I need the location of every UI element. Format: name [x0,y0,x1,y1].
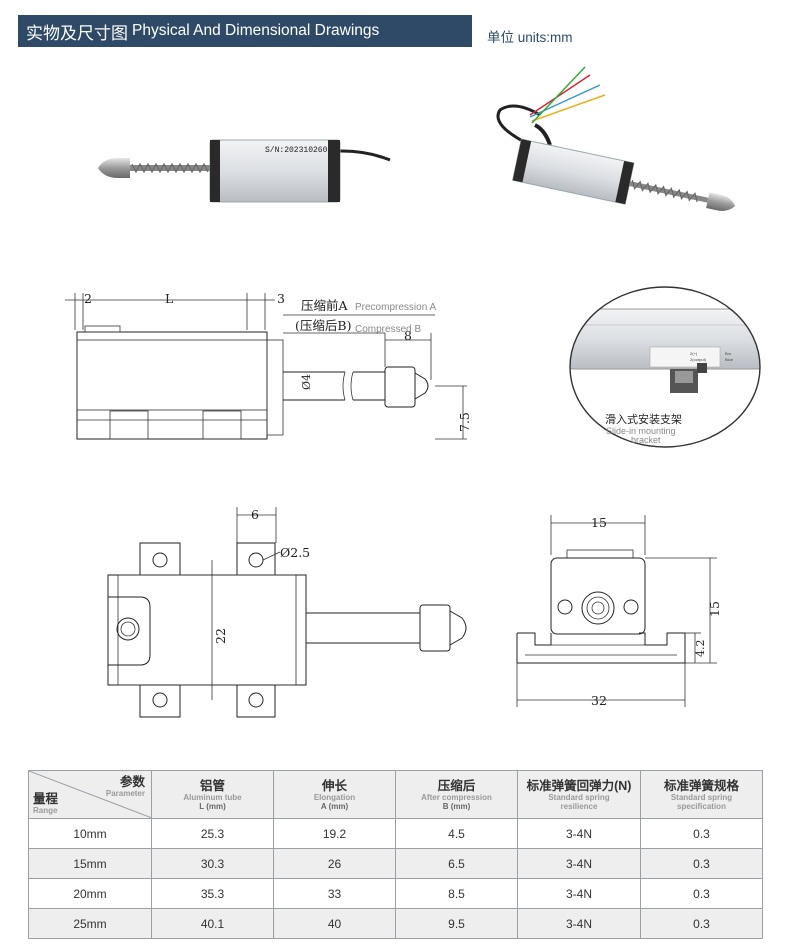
bracket-label-en-1: Slide-in mounting [606,426,676,436]
col-header-cn: 标准弹簧回弹力(N) [526,778,632,793]
col-header-en: Standard spring [548,792,610,802]
units-label: 单位 units:mm [487,30,573,45]
dim-22: 22 [213,628,228,644]
table-row: 20mm 35.3 33 8.5 3-4N 0.3 [28,878,763,909]
col-header-L: 铝管 Aluminum tube L (mm) [151,770,274,819]
col-header-en: specification [677,801,726,811]
cell-spec: 0.3 [640,908,763,939]
col-header-en: Aluminum tube [183,792,242,802]
cell-A: 19.2 [273,818,396,849]
table-row: 25mm 40.1 40 9.5 3-4N 0.3 [28,908,763,939]
spec-table: 参数 Parameter 量程 Range 铝管 Aluminum tube L… [28,770,763,939]
cell-force: 3-4N [517,848,641,879]
cell-force: 3-4N [517,878,641,909]
sensor-body-right [512,138,635,205]
col-header-unit: A (mm) [320,801,349,811]
col-header-cn: 标准弹簧规格 [663,778,739,793]
bracket-label-en-2: bracket [631,435,661,445]
cell-L: 40.1 [151,908,274,939]
sensor-photo-right [496,66,736,212]
cell-B: 8.5 [395,878,518,909]
col-header-cn: 伸长 [321,778,347,793]
col-header-en: After compression [421,792,492,802]
cell-L: 25.3 [151,818,274,849]
precompression-en: Precompression A [355,302,436,313]
dim-15-top: 15 [591,515,607,530]
cell-range: 10mm [28,818,152,849]
cell-spec: 0.3 [640,848,763,879]
top-view-drawing: 6 Ø2.5 22 [107,507,467,718]
dim-phi2-5: Ø2.5 [280,545,310,560]
section-title-bar: 实物及尺寸图 Physical And Dimensional Drawings [18,15,472,47]
cell-force: 3-4N [517,908,641,939]
dim-2: 2 [84,291,92,306]
corner-bottom-en: Range [33,806,58,815]
dim-15-side: 15 [707,601,722,617]
cell-spec: 0.3 [640,818,763,849]
title-en: Physical And Dimensional Drawings [132,22,380,39]
cell-B: 9.5 [395,908,518,939]
dim-8: 8 [404,328,412,343]
cell-A: 40 [273,908,396,939]
dim-L: L [165,291,173,306]
col-header-spec: 标准弹簧规格 Standard spring specification [640,770,763,819]
tip-outline [384,366,416,408]
cell-spec: 0.3 [640,878,763,909]
table-row: 10mm 25.3 19.2 4.5 3-4N 0.3 [28,818,763,849]
compressed-cn: (压缩后B) [295,318,351,333]
cell-L: 35.3 [151,878,274,909]
col-header-B: 压缩后 After compression B (mm) [395,770,518,819]
cell-range: 20mm [28,878,152,909]
dim-4-2: 4.2 [694,640,707,658]
col-header-cn: 铝管 [199,778,225,793]
col-header-unit: L (mm) [199,801,226,811]
dim-32: 32 [591,693,607,708]
svg-text:2(output): 2(output) [690,357,707,362]
col-header-en: resilience [560,801,598,811]
top-body-outline [107,574,307,686]
col-header-cn: 压缩后 [437,778,476,793]
col-header-en: Elongation [313,792,356,802]
cell-force: 3-4N [517,818,641,849]
sensor-tip [98,158,130,178]
corner-bottom-cn: 量程 [33,792,59,806]
serial-number: S/N:202310260 [265,146,328,155]
svg-text:Bro: Bro [725,351,732,356]
table-header-row: 参数 Parameter 量程 Range 铝管 Aluminum tube L… [28,770,763,819]
col-header-unit: B (mm) [442,801,471,811]
col-header-force: 标准弹簧回弹力(N) Standard spring resilience [517,770,641,819]
slide-bracket-outline [516,632,686,664]
cell-range: 15mm [28,848,152,879]
side-view-drawing: 2 L 3 Ø4 8 7.5 压缩前A Precompression A (压缩… [65,291,472,440]
col-header-A: 伸长 Elongation A (mm) [273,770,396,819]
dim-3: 3 [277,291,285,306]
bracket-label-cn: 滑入式安装支架 [605,412,682,426]
corner-top-cn: 参数 [119,775,145,789]
col-header-en: Standard spring [670,792,733,802]
end-view-drawing: 15 15 4.2 32 [516,515,722,708]
top-bracket-right [236,542,276,576]
table-row: 15mm 30.3 26 6.5 3-4N 0.3 [28,848,763,879]
cell-A: 33 [273,878,396,909]
compressed-en: Compressed B [355,324,421,335]
cell-L: 30.3 [151,848,274,879]
cell-A: 26 [273,848,396,879]
cell-range: 25mm [28,908,152,939]
dim-7-5: 7.5 [457,412,472,432]
spec-table-wrap: 参数 Parameter 量程 Range 铝管 Aluminum tube L… [28,770,763,939]
svg-text:2(+): 2(+) [690,351,698,356]
end-body-outline [550,557,646,635]
mounting-bracket-detail: 2(+) 2(output) Bro Blue 滑入式安装支架 Slide-in… [569,286,761,448]
sensor-body-outline [76,331,268,440]
cell-B: 6.5 [395,848,518,879]
corner-top-en: Parameter [105,789,145,798]
sensor-photo-left: S/N:202310260 [98,139,391,203]
dim-6: 6 [251,507,259,522]
cell-B: 4.5 [395,818,518,849]
dim-phi4: Ø4 [300,374,313,390]
title-cn: 实物及尺寸图 [26,23,128,43]
svg-text:Blue: Blue [725,357,734,362]
precompression-cn: 压缩前A [301,298,349,313]
corner-cell: 参数 Parameter 量程 Range [28,770,152,819]
